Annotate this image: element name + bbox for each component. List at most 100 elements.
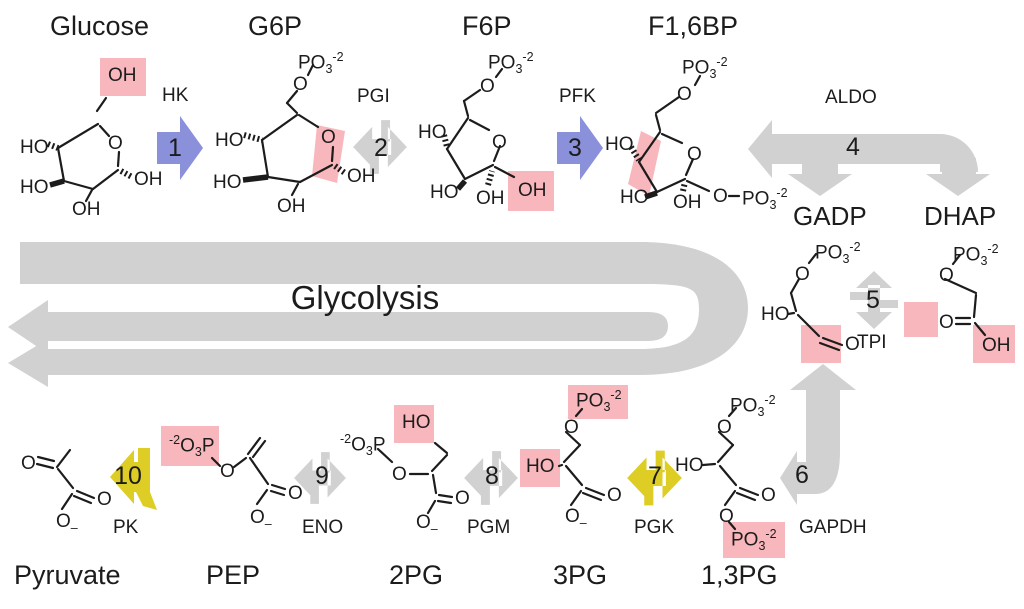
enzyme-label-pgk: PGK bbox=[634, 517, 675, 538]
step-number-1: 1 bbox=[168, 134, 182, 162]
f6p-ring-o-label: O bbox=[492, 132, 507, 153]
2pg-ester-o-label: O bbox=[392, 464, 407, 485]
13pg-ester-o-label: O bbox=[719, 506, 734, 527]
13pg-o3-label: O bbox=[717, 417, 732, 438]
g6p-ring-o-label: O bbox=[321, 127, 336, 148]
molecule-2pg: HO -2O3P O O O– bbox=[340, 385, 510, 565]
dhap-o1-label: O bbox=[939, 265, 954, 286]
step-number-3: 3 bbox=[568, 134, 582, 162]
f16bp-ho3-label: HO bbox=[620, 187, 649, 208]
g6p-o6-label: O bbox=[293, 74, 308, 95]
molecule-dhap: PO3-2 O O OH bbox=[893, 233, 1024, 393]
f16bp-oh2-label: OH bbox=[673, 192, 702, 213]
molecule-pyruvate: O O O– bbox=[15, 438, 145, 568]
molecule-3pg: PO3-2 O HO O O– bbox=[518, 385, 678, 565]
pep-ester-o-label: O bbox=[220, 461, 235, 482]
f6p-skeleton bbox=[441, 67, 554, 211]
f6p-po3-label: PO3-2 bbox=[488, 50, 534, 77]
f16bp-ring-o-label: O bbox=[687, 144, 702, 165]
reaction-arrow-8 bbox=[464, 451, 518, 505]
gadp-ho-label: HO bbox=[761, 304, 790, 325]
molecule-f6p: PO3-2 O O HO HO OH OH bbox=[418, 43, 623, 238]
step-number-10: 10 bbox=[114, 462, 142, 490]
arrow-10-shape bbox=[110, 448, 157, 510]
f16bp-po3-6-label: PO3-2 bbox=[682, 55, 728, 82]
pep-highlight-o3p bbox=[161, 426, 219, 466]
2pg-highlight-ho bbox=[394, 405, 434, 443]
f6p-highlight-oh1 bbox=[508, 171, 554, 211]
pyruvate-carboxylate-o-label: O– bbox=[56, 511, 78, 535]
arrow-5-shape bbox=[850, 271, 898, 329]
reaction-arrow-10 bbox=[110, 448, 157, 510]
dhap-skeleton bbox=[904, 253, 1015, 363]
enzyme-label-pgi: PGI bbox=[357, 86, 390, 107]
arrow-6-stem bbox=[797, 388, 840, 494]
f6p-oh2-label: OH bbox=[476, 188, 505, 209]
glucose-oh6-label: OH bbox=[108, 65, 137, 86]
13pg-skeleton bbox=[701, 406, 785, 558]
arrow-7-shape bbox=[627, 450, 682, 506]
mol-title-g6p: G6P bbox=[248, 11, 303, 41]
g6p-skeleton bbox=[242, 63, 347, 197]
molecule-f16bp: PO3-2 O O HO HO OH O PO3-2 bbox=[603, 43, 873, 238]
f6p-oh1-label: OH bbox=[518, 180, 547, 201]
molecule-pep: -2O3P O O O– bbox=[160, 390, 350, 565]
pyruvate-carbonyl-o-label: O bbox=[97, 489, 112, 510]
enzyme-label-eno: ENO bbox=[302, 517, 344, 538]
2pg-skeleton bbox=[376, 405, 454, 515]
dhap-po3-label: PO3-2 bbox=[953, 242, 999, 269]
mol-title-pyruvate: Pyruvate bbox=[14, 560, 121, 590]
mol-title-13pg: 1,3PG bbox=[701, 560, 778, 590]
enzyme-label-hk: HK bbox=[162, 85, 189, 106]
mol-title-3pg: 3PG bbox=[553, 560, 608, 590]
molecule-glucose: OH O HO HO OH OH bbox=[20, 50, 205, 219]
glucose-oh1-label: OH bbox=[134, 169, 163, 190]
3pg-ho-label: HO bbox=[526, 456, 555, 477]
mol-title-f6p: F6P bbox=[462, 11, 512, 41]
mol-title-dhap: DHAP bbox=[924, 201, 997, 231]
step-number-4: 4 bbox=[846, 133, 860, 161]
step-number-6: 6 bbox=[795, 461, 809, 489]
arrow-6-left-head bbox=[780, 451, 797, 505]
2pg-ho-label: HO bbox=[402, 412, 431, 433]
13pg-po3-bottom-label: PO3-2 bbox=[731, 527, 777, 554]
reaction-arrow-7 bbox=[627, 450, 682, 506]
glucose-ring-o-label: O bbox=[108, 133, 123, 154]
arrow-9-shape bbox=[294, 452, 346, 504]
g6p-oh1-label: OH bbox=[347, 166, 376, 187]
pep-skeleton bbox=[161, 426, 287, 506]
f16bp-o1-label: O bbox=[713, 186, 728, 207]
arrow-3-shape bbox=[557, 116, 603, 180]
arrow-6-up-head bbox=[790, 364, 856, 390]
2pg-carbonyl-o-label: O bbox=[455, 488, 470, 509]
mol-title-2pg: 2PG bbox=[389, 560, 444, 590]
13pg-po3-top-label: PO3-2 bbox=[730, 393, 776, 420]
reaction-arrow-1 bbox=[157, 116, 203, 180]
reaction-arrow-9 bbox=[294, 452, 346, 504]
banner-outer-uturn bbox=[8, 242, 748, 387]
3pg-highlight-ho bbox=[520, 449, 560, 487]
reaction-arrow-2 bbox=[353, 120, 407, 174]
enzyme-label-pgm: PGM bbox=[467, 517, 511, 538]
molecule-gadp: PO3-2 O HO O bbox=[755, 233, 905, 393]
pep-carboxylate-o-label: O– bbox=[250, 507, 272, 531]
glycolysis-banner-arrow bbox=[8, 242, 748, 387]
arrow-1-shape bbox=[157, 116, 203, 180]
g6p-oh2-label: OH bbox=[277, 196, 306, 217]
pep-carbonyl-o-label: O bbox=[288, 483, 303, 504]
dhap-highlight-ketone bbox=[904, 302, 938, 337]
f6p-ho4-label: HO bbox=[418, 122, 447, 143]
glucose-skeleton bbox=[46, 58, 146, 203]
step-number-9: 9 bbox=[315, 462, 329, 490]
13pg-ho-label: HO bbox=[675, 455, 704, 476]
dhap-ketone-o-label: O bbox=[939, 312, 954, 333]
gadp-skeleton bbox=[786, 252, 844, 363]
f6p-o6-label: O bbox=[480, 76, 495, 97]
glucose-ho3-label: HO bbox=[20, 177, 49, 198]
f16bp-po3-1-label: PO3-2 bbox=[742, 186, 788, 213]
mol-title-glucose: Glucose bbox=[50, 11, 150, 41]
f6p-ho3-label: HO bbox=[430, 182, 459, 203]
f16bp-skeleton bbox=[628, 74, 741, 200]
gadp-po3-label: PO3-2 bbox=[815, 240, 861, 267]
